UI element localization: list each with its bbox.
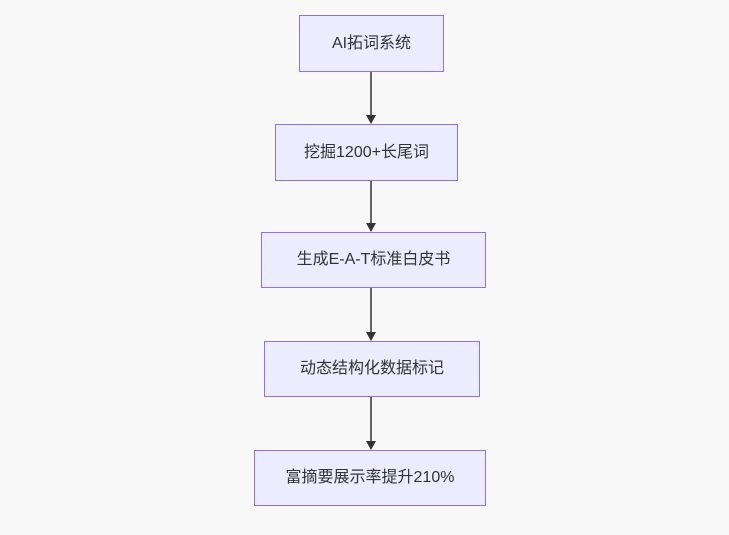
- arrow-down-icon: [366, 332, 376, 341]
- flow-node-eat-whitepaper: 生成E-A-T标准白皮书: [261, 232, 486, 288]
- arrow-down-icon: [366, 223, 376, 232]
- flow-node-label: 动态结构化数据标记: [299, 360, 444, 378]
- flow-node-longtail-mining: 挖掘1200+长尾词: [275, 124, 458, 181]
- flow-node-label: AI拓词系统: [331, 34, 412, 52]
- flow-node-label: 富摘要展示率提升210%: [285, 469, 455, 487]
- flow-arrow-4: [365, 397, 377, 450]
- flow-arrow-3: [365, 288, 377, 341]
- arrow-shaft: [370, 72, 372, 115]
- arrow-shaft: [370, 181, 372, 223]
- arrow-down-icon: [366, 441, 376, 450]
- flow-node-structured-data: 动态结构化数据标记: [264, 341, 480, 397]
- flow-arrow-2: [365, 181, 377, 232]
- flow-node-rich-snippet-result: 富摘要展示率提升210%: [254, 450, 486, 506]
- flow-arrow-1: [365, 72, 377, 124]
- flow-node-label: 生成E-A-T标准白皮书: [296, 251, 451, 269]
- flow-node-ai-keyword-system: AI拓词系统: [299, 15, 444, 72]
- arrow-down-icon: [366, 115, 376, 124]
- arrow-shaft: [370, 397, 372, 441]
- flow-node-label: 挖掘1200+长尾词: [304, 143, 429, 161]
- arrow-shaft: [370, 288, 372, 332]
